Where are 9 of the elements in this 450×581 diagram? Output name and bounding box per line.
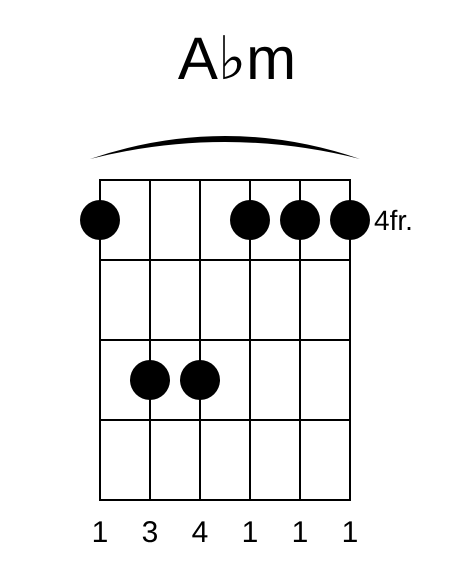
finger-number: 1 — [292, 518, 308, 548]
chord-name: A♭m — [178, 29, 296, 89]
barre-arc — [90, 136, 360, 159]
finger-number: 1 — [242, 518, 258, 548]
finger-number: 1 — [92, 518, 108, 548]
finger-number: 3 — [142, 518, 158, 548]
finger-number: 4 — [192, 518, 208, 548]
finger-number: 1 — [342, 518, 358, 548]
fret-position-label: 4fr. — [374, 207, 413, 235]
